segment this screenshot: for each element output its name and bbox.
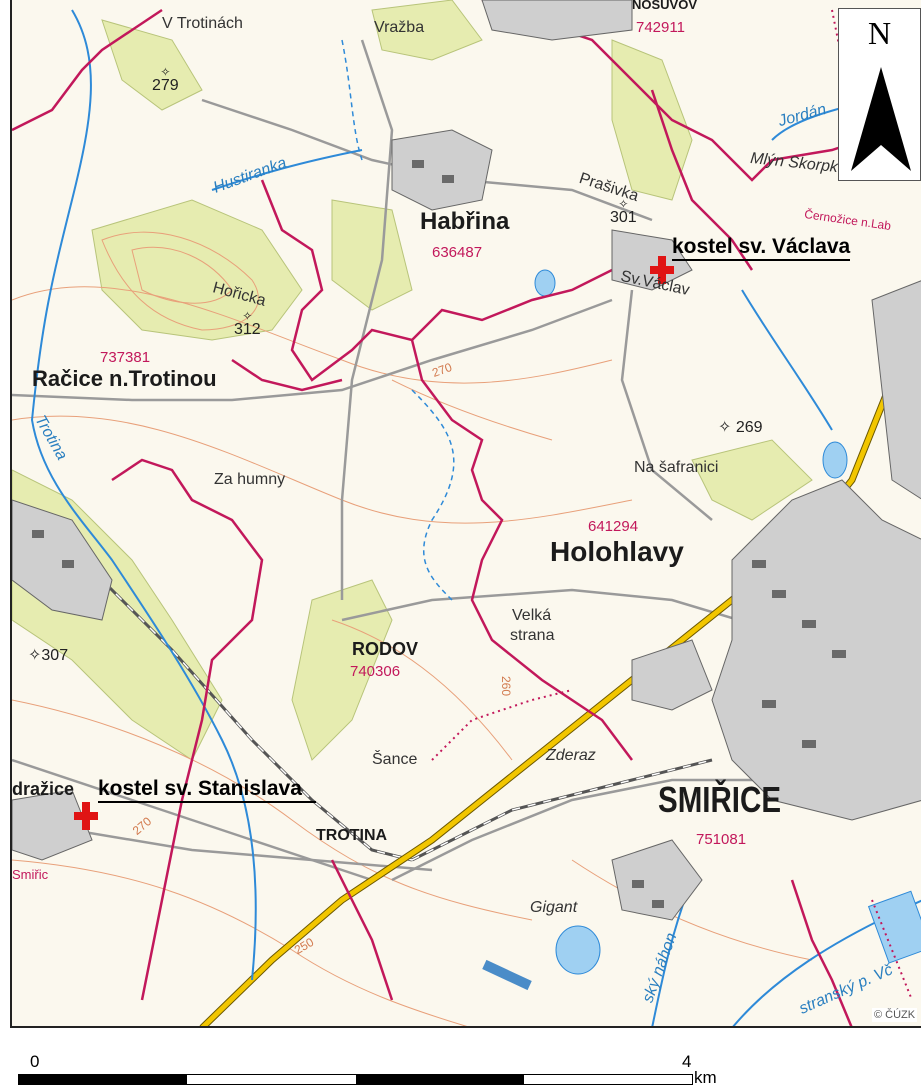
code-smirice: 751081 — [696, 831, 747, 848]
scale-segment — [19, 1075, 188, 1084]
place-drazice: dražice — [12, 779, 75, 799]
local-vrazba: Vražba — [374, 19, 425, 36]
buildings — [32, 160, 846, 991]
scale-segment — [355, 1075, 524, 1084]
scale-segment — [523, 1075, 692, 1084]
local-na-safranici: Na šafranici — [634, 459, 719, 476]
north-letter: N — [867, 15, 892, 51]
local-zderaz: Zderaz — [546, 747, 596, 764]
place-smiric-partial: Smiřic — [12, 867, 49, 882]
place-rodov: RODOV — [352, 639, 419, 659]
copyright: © ČÚZK — [872, 1008, 918, 1022]
place-smirice: SMIŘICE — [658, 779, 782, 820]
callout-kostel-vaclava: kostel sv. Václava — [672, 236, 851, 261]
ponds — [534, 269, 921, 975]
code-nosuvov: 742911 — [636, 19, 685, 36]
place-holohlavy: Holohlavy — [550, 536, 684, 567]
spot-height-301: ✧301 — [610, 197, 637, 226]
topographic-map[interactable]: Habřina 636487 737381 Račice n.Trotinou … — [10, 0, 921, 1028]
local-za-humny: Za humny — [214, 471, 286, 488]
intermittent-streams — [341, 39, 455, 601]
scale-bar: 0 4 km — [18, 1044, 908, 1090]
code-rodov: 740306 — [350, 663, 401, 680]
code-habrina: 636487 — [432, 244, 483, 261]
spot-height-307: ✧307 — [28, 647, 69, 664]
local-v-trotinach: V Trotinách — [162, 15, 243, 32]
map-canvas — [12, 0, 921, 1026]
scale-bar-segments — [18, 1074, 693, 1085]
callout-kostel-stanislava: kostel sv. Stanislava — [98, 778, 316, 803]
scale-label-max: 4 — [682, 1052, 692, 1071]
spot-height-312: ✧312 — [234, 309, 261, 338]
north-arrow-icon — [851, 67, 911, 171]
local-gigant: Gigant — [530, 899, 578, 916]
roads-minor — [12, 39, 773, 882]
contour-label-260: 260 — [499, 675, 514, 697]
place-nosuvov: NOSUVOV — [632, 0, 698, 12]
place-habrina: Habřina — [420, 208, 510, 235]
place-trotina: TROTINA — [316, 827, 388, 844]
code-holohlavy: 641294 — [588, 518, 639, 535]
local-strana: strana — [510, 627, 555, 644]
local-sance: Šance — [372, 751, 418, 768]
north-arrow-box: N — [838, 8, 921, 181]
place-racice: Račice n.Trotinou — [32, 366, 217, 391]
church-markers — [74, 256, 674, 830]
spot-height-269: ✧ 269 — [718, 419, 763, 436]
scale-unit: km — [694, 1068, 717, 1087]
local-velka: Velká — [512, 607, 552, 624]
code-racice: 737381 — [100, 349, 151, 366]
spot-height-279: ✧279 — [152, 65, 179, 94]
scale-label-zero: 0 — [30, 1052, 40, 1071]
scale-segment — [187, 1075, 356, 1084]
